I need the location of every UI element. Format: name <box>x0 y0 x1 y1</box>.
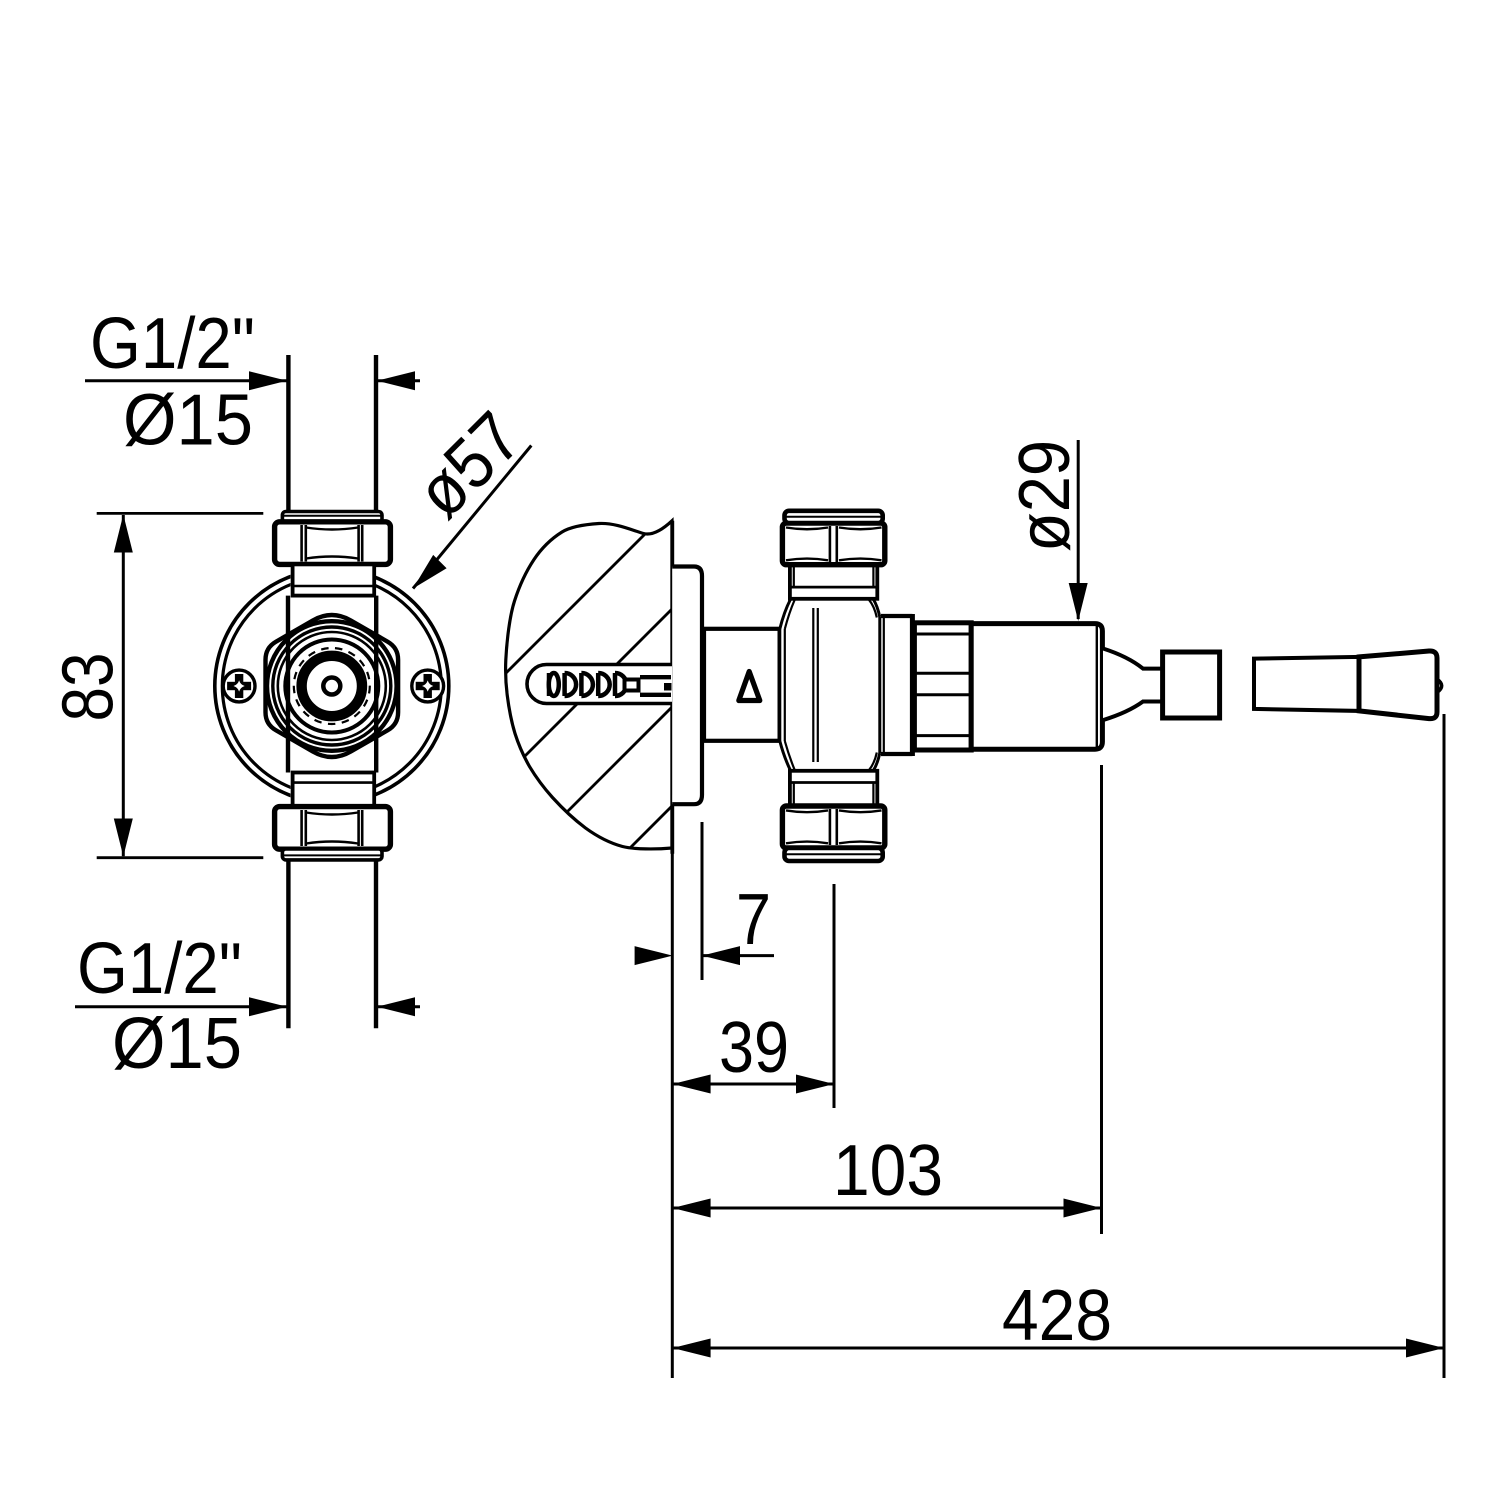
svg-text:Ø15: Ø15 <box>112 1004 242 1084</box>
svg-text:G1/2": G1/2" <box>90 304 255 384</box>
svg-text:7: 7 <box>736 880 771 960</box>
svg-text:39: 39 <box>719 1008 789 1088</box>
svg-text:83: 83 <box>49 653 129 722</box>
svg-text:Ø15: Ø15 <box>123 381 253 461</box>
svg-text:428: 428 <box>1002 1276 1112 1356</box>
svg-text:ø29: ø29 <box>1005 440 1085 552</box>
svg-text:G1/2": G1/2" <box>77 929 242 1009</box>
svg-text:103: 103 <box>833 1131 943 1211</box>
